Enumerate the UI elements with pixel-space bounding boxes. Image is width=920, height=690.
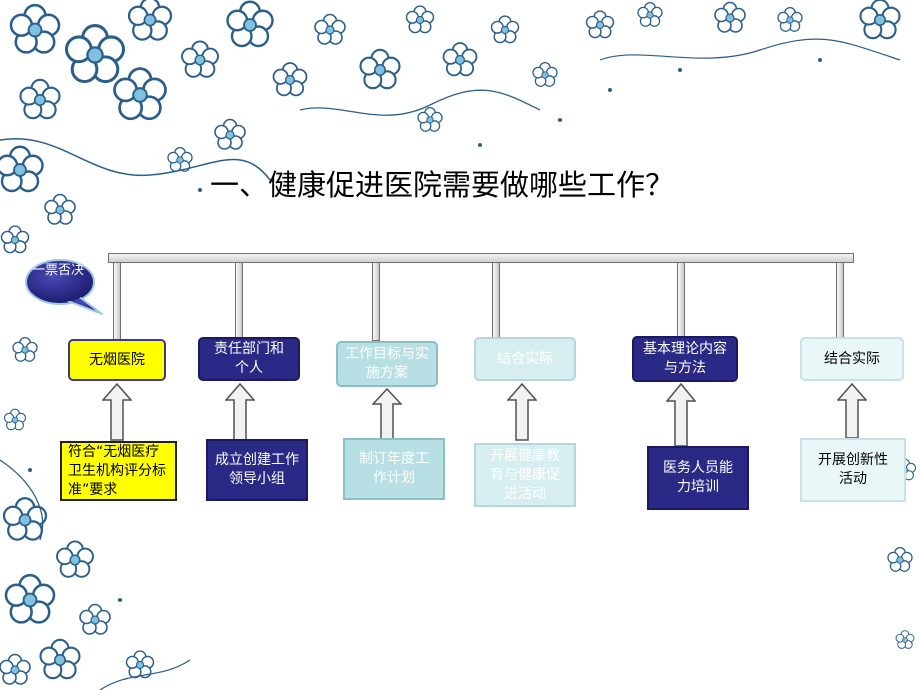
top-box-label: 基本理论内容与方法 <box>643 341 727 376</box>
page-title: 一、健康促进医院需要做哪些工作？ <box>210 168 675 202</box>
top-box-combine-practice: 结合实际 <box>474 337 576 381</box>
top-box-label: 结合实际 <box>497 350 553 367</box>
top-box-combine-practice-2: 结合实际 <box>800 337 904 381</box>
bracket-leg-4 <box>492 263 500 341</box>
bottom-box-staff-training: 医务人员能力培训 <box>647 446 749 510</box>
bottom-box-label: 符合“无烟医疗卫生机构评分标准”要求 <box>68 443 166 498</box>
bottom-box-label: 制订年度工作计划 <box>359 451 429 486</box>
up-arrow-icon <box>507 383 537 441</box>
bottom-box-label: 开展健康教育与健康促进活动 <box>490 447 560 502</box>
up-arrow-icon <box>372 388 402 440</box>
bracket-leg-5 <box>677 263 685 341</box>
top-box-label: 无烟医院 <box>89 351 145 368</box>
up-arrow-icon <box>666 383 696 447</box>
top-box-label: 工作目标与实施方案 <box>345 346 429 381</box>
bottom-box-smoke-free-criteria: 符合“无烟医疗卫生机构评分标准”要求 <box>60 441 177 501</box>
badge-label: 一票否决 <box>31 263 84 278</box>
top-box-responsible-department: 责任部门和个人 <box>198 337 300 381</box>
top-box-work-goals: 工作目标与实施方案 <box>336 341 438 387</box>
bracket-leg-6 <box>836 263 844 341</box>
bracket-horizontal-bar <box>108 253 854 263</box>
up-arrow-icon <box>837 383 867 439</box>
top-box-smoke-free-hospital: 无烟医院 <box>68 339 166 381</box>
bottom-box-health-education-activities: 开展健康教育与健康促进活动 <box>474 443 576 507</box>
top-box-label: 责任部门和个人 <box>214 341 284 376</box>
bracket-leg-3 <box>372 263 380 341</box>
bottom-box-innovative-activities: 开展创新性活动 <box>800 438 906 502</box>
speech-bubble-icon <box>25 259 103 315</box>
bottom-box-label: 医务人员能力培训 <box>663 460 733 495</box>
top-box-basic-theory: 基本理论内容与方法 <box>632 336 738 382</box>
bottom-box-annual-plan: 制订年度工作计划 <box>343 438 445 500</box>
bracket-leg-2 <box>235 263 243 341</box>
bottom-box-leadership-group: 成立创建工作领导小组 <box>206 439 308 501</box>
up-arrow-icon <box>102 383 132 441</box>
bottom-box-label: 成立创建工作领导小组 <box>215 452 299 487</box>
up-arrow-icon <box>225 383 255 441</box>
top-box-label: 结合实际 <box>824 350 880 367</box>
bracket-leg-1 <box>113 263 121 341</box>
bottom-box-label: 开展创新性活动 <box>818 452 888 487</box>
